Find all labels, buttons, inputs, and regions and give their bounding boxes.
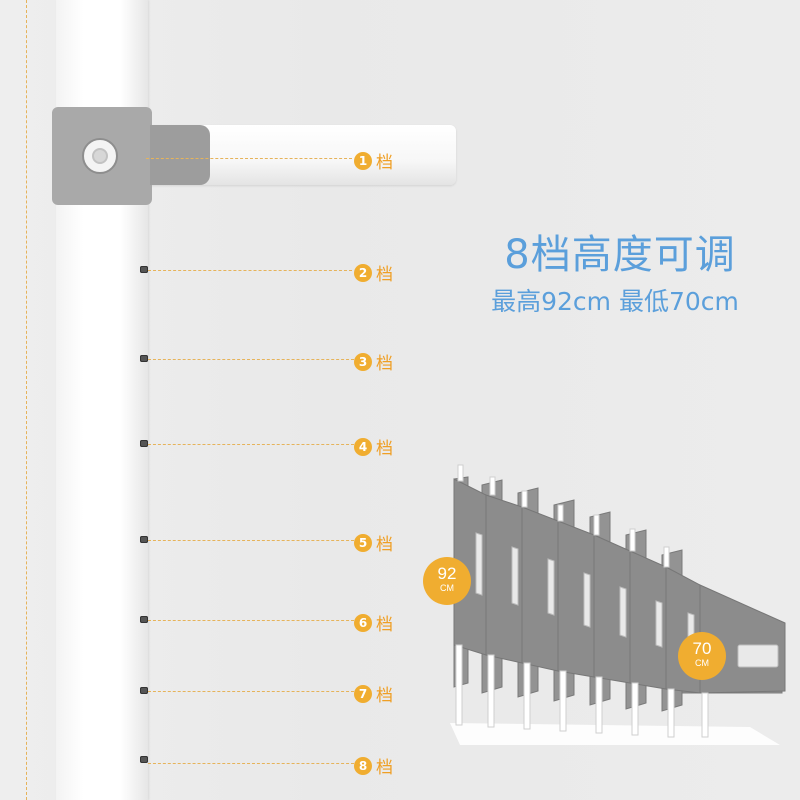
level-text: 档: [376, 354, 393, 374]
gate-post-tops: [457, 464, 670, 568]
headline: 8档高度可调: [504, 232, 736, 278]
height-notch: [140, 355, 148, 362]
level-number-badge: 2: [354, 263, 372, 282]
max-height-unit: CM: [440, 583, 454, 593]
height-notch: [140, 756, 148, 763]
level-label-3: 3 档: [354, 349, 393, 374]
gate-height-illustration: [450, 464, 786, 745]
left-guide-line: [26, 0, 27, 800]
level-text: 档: [376, 535, 393, 555]
level-text: 档: [376, 153, 393, 173]
min-height-unit: CM: [695, 658, 709, 668]
height-notch: [140, 616, 148, 623]
gate-windows: [475, 532, 779, 668]
adjust-knob-icon: [82, 138, 118, 174]
level-guide-line: [148, 270, 352, 271]
level-label-4: 4 档: [354, 434, 393, 459]
level-label-2: 2 档: [354, 260, 393, 285]
level-number-badge: 7: [354, 684, 372, 703]
level-number-badge: 5: [354, 533, 372, 552]
level-guide-line: [148, 691, 354, 692]
min-height-value: 70: [692, 639, 712, 658]
level-text: 档: [376, 439, 393, 459]
level-number-badge: 1: [354, 151, 372, 170]
height-notch: [140, 266, 148, 273]
level-text: 档: [376, 265, 393, 285]
gate-face-panels: [453, 478, 786, 694]
level-number-badge: 3: [354, 352, 372, 371]
level-guide-line: [148, 763, 354, 764]
height-notch: [140, 440, 148, 447]
min-height-badge: 70 CM: [678, 632, 726, 680]
subheadline: 最高92cm 最低70cm: [491, 287, 739, 316]
height-notch: [140, 687, 148, 694]
level-guide-line: [148, 444, 354, 445]
level-number-badge: 8: [354, 756, 372, 775]
level-guide-line: [148, 540, 354, 541]
level-label-5: 5 档: [354, 530, 393, 555]
rail-sleeve: [150, 125, 210, 185]
level-label-6: 6 档: [354, 610, 393, 635]
level-text: 档: [376, 758, 393, 778]
level-label-1: 1 档: [354, 148, 393, 173]
level-text: 档: [376, 686, 393, 706]
max-height-badge: 92 CM: [423, 557, 471, 605]
level-guide-line: [148, 359, 354, 360]
level-number-badge: 4: [354, 437, 372, 456]
gate-posts: [455, 644, 709, 738]
level-guide-line: [148, 620, 354, 621]
height-notch: [140, 536, 148, 543]
level-label-7: 7 档: [354, 681, 393, 706]
level-label-8: 8 档: [354, 753, 393, 778]
level-text: 档: [376, 615, 393, 635]
max-height-value: 92: [437, 564, 457, 583]
level-guide-line: [146, 158, 352, 159]
level-number-badge: 6: [354, 613, 372, 632]
